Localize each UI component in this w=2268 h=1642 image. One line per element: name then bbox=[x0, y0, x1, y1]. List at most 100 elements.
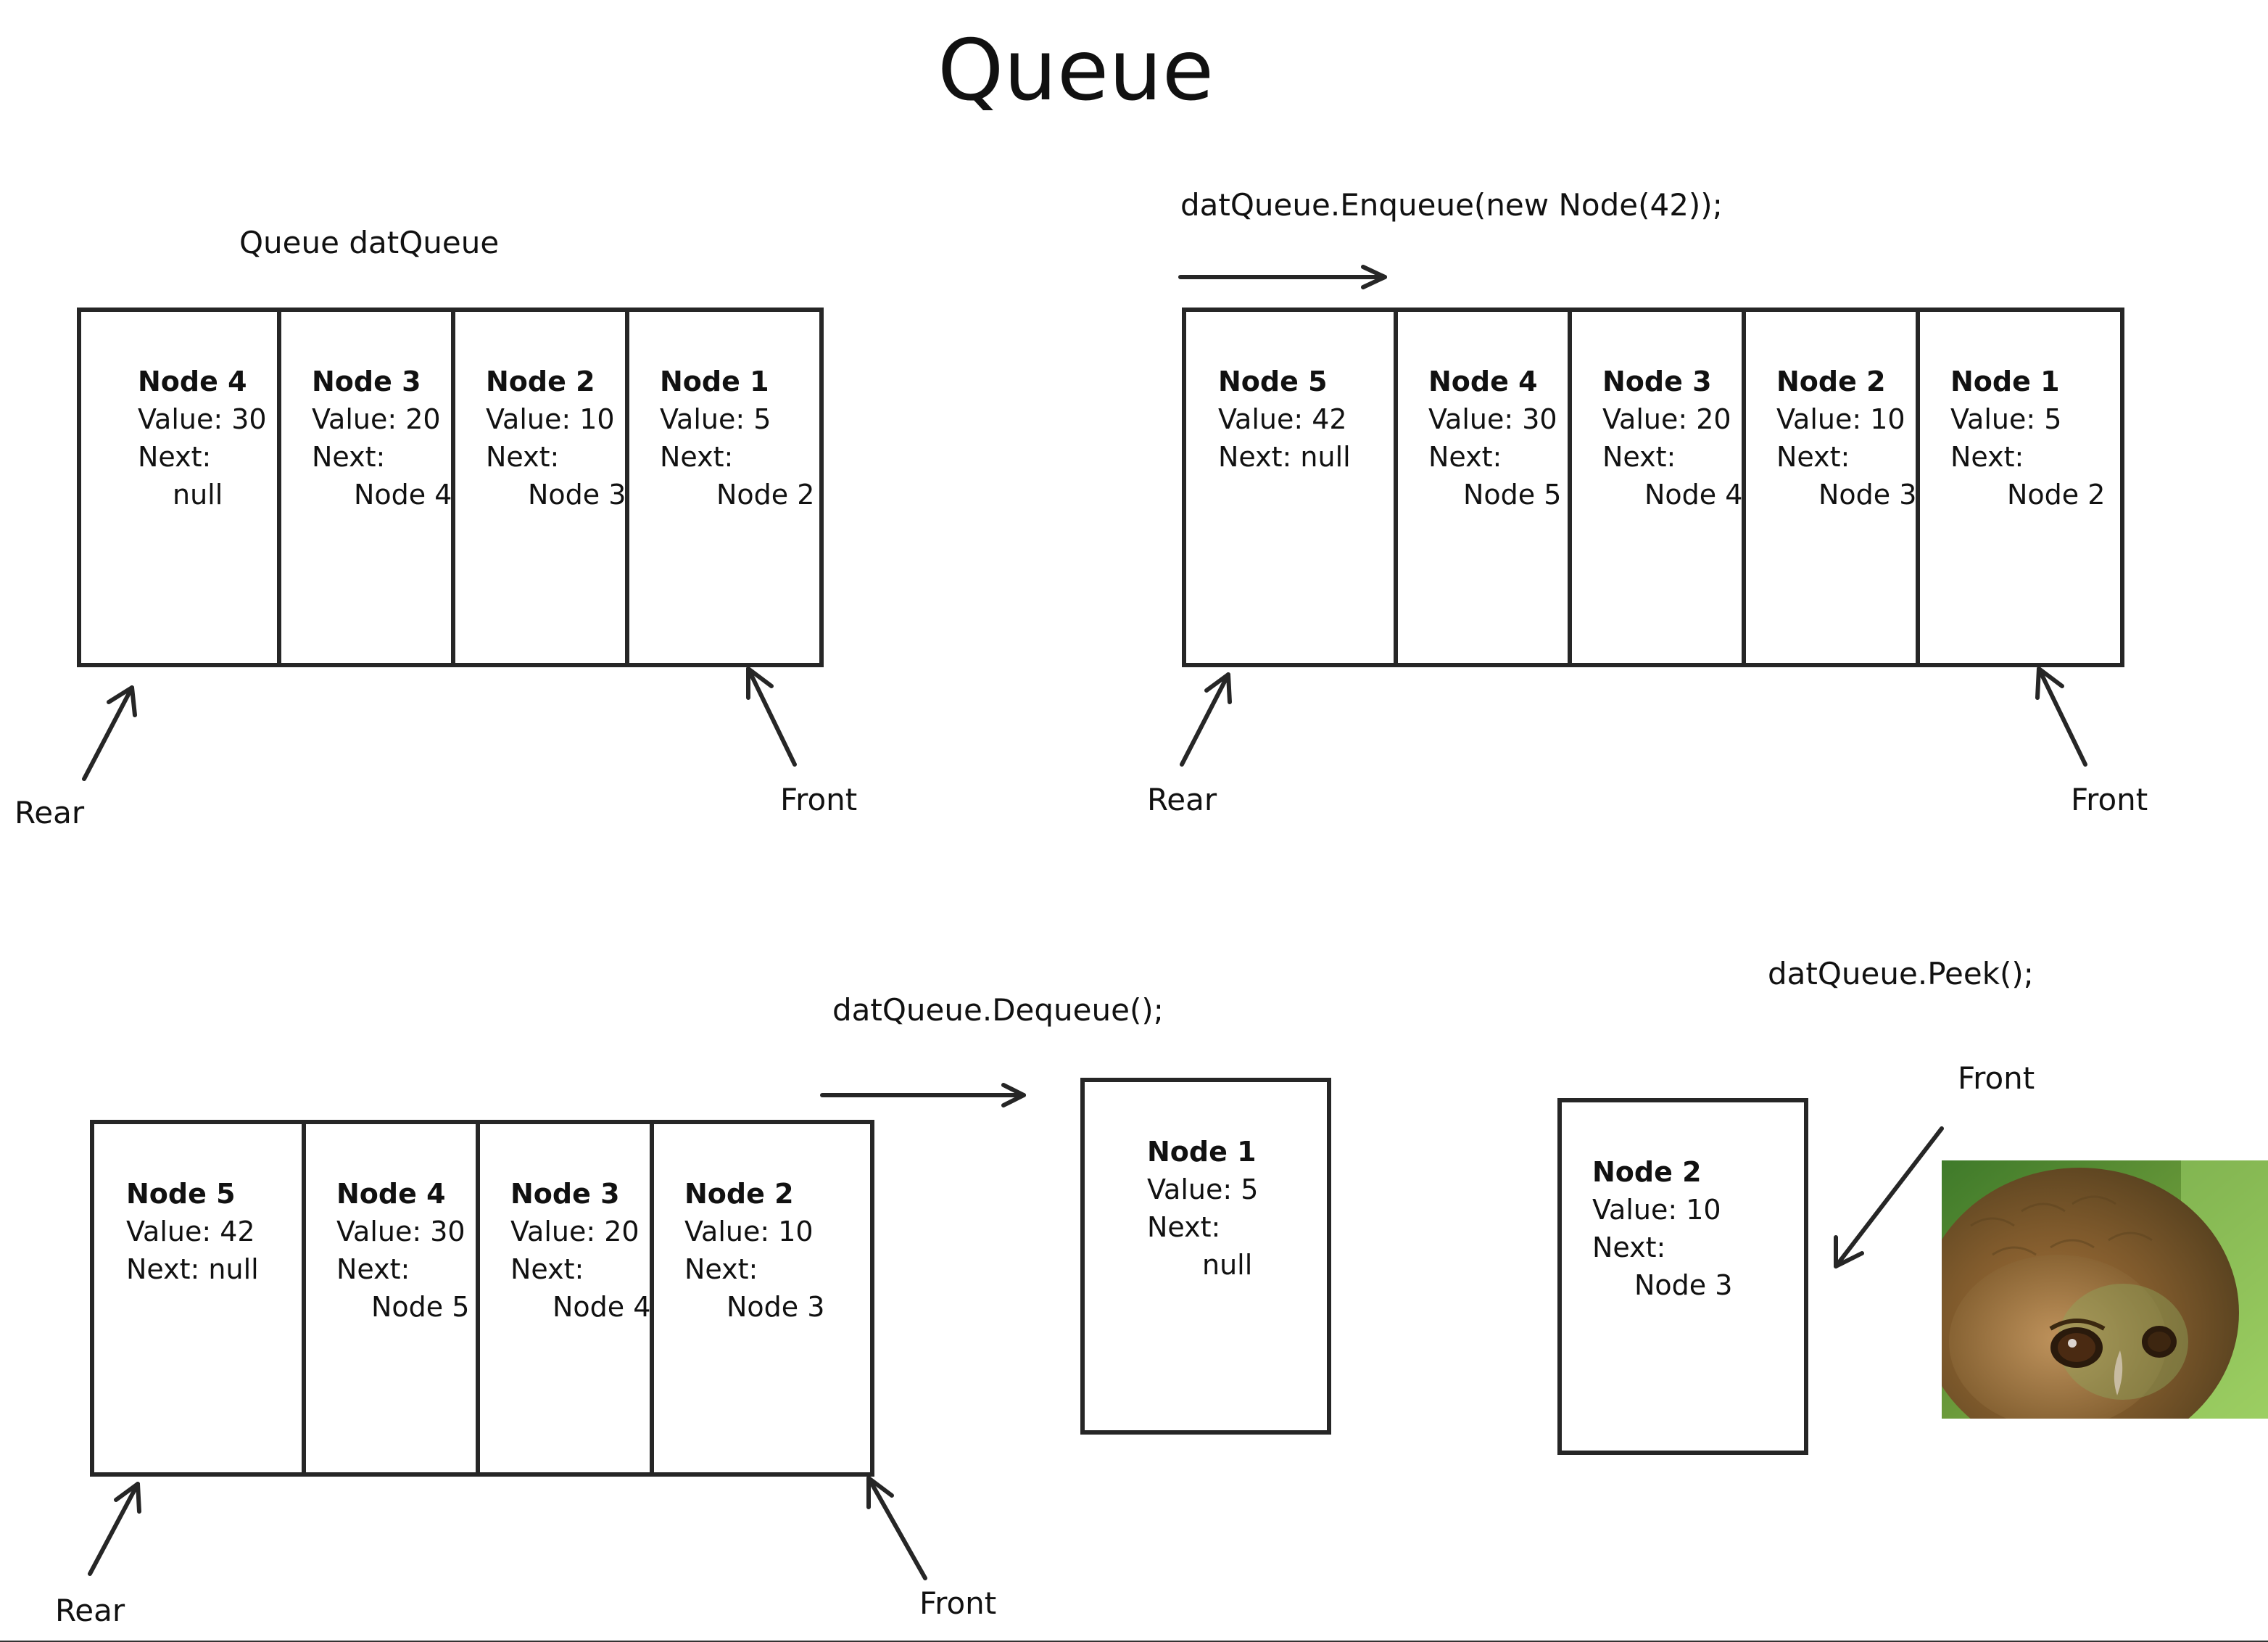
caption-enqueue: datQueue.Enqueue(new Node(42)); bbox=[1180, 187, 1723, 223]
node-next: Next: bbox=[336, 1253, 410, 1285]
node-next-target: null bbox=[1202, 1249, 1253, 1281]
node-next: Next: bbox=[486, 441, 560, 473]
node-cell: Node 2 Value: 10 Next: Node 3 bbox=[451, 312, 626, 663]
node-value: Value: 5 bbox=[660, 403, 771, 435]
node-name: Node 4 bbox=[1428, 366, 1538, 397]
rear-arrow bbox=[1180, 672, 1230, 767]
node-value: Value: 20 bbox=[510, 1216, 640, 1247]
node-name: Node 1 bbox=[660, 366, 769, 397]
node-value: Value: 10 bbox=[684, 1216, 814, 1247]
node-name: Node 3 bbox=[1602, 366, 1712, 397]
node-cell: Node 5 Value: 42 Next: null bbox=[94, 1124, 302, 1472]
node-value: Value: 42 bbox=[126, 1216, 255, 1247]
node-name: Node 3 bbox=[510, 1178, 620, 1210]
node-next: Next: bbox=[138, 441, 212, 473]
front-label: Front bbox=[780, 782, 858, 817]
node-next-target: Node 3 bbox=[727, 1291, 825, 1323]
node-cell: Node 2 Value: 10 Next: Node 3 bbox=[1742, 312, 1916, 663]
node-value: Value: 5 bbox=[1147, 1173, 1259, 1205]
node-cell: Node 5 Value: 42 Next: null bbox=[1186, 312, 1394, 663]
queue-initial: Node 4 Value: 30 Next: null Node 3 Value… bbox=[77, 308, 824, 667]
caption-peek: datQueue.Peek(); bbox=[1768, 956, 2034, 991]
node-next: Next: bbox=[1592, 1232, 1666, 1263]
node-next: Next: null bbox=[1218, 441, 1351, 473]
node-cell: Node 3 Value: 20 Next: Node 4 bbox=[277, 312, 452, 663]
node-value: Value: 30 bbox=[138, 403, 267, 435]
node-next: Next: bbox=[1950, 441, 2024, 473]
node-next: Next: bbox=[1428, 441, 1502, 473]
node-next-target: Node 2 bbox=[716, 479, 815, 511]
queue-after-dequeue: Node 5 Value: 42 Next: null Node 4 Value… bbox=[90, 1120, 874, 1477]
front-label: Front bbox=[919, 1585, 997, 1621]
node-name: Node 2 bbox=[1776, 366, 1886, 397]
node-cell: Node 1 Value: 5 Next: Node 2 bbox=[1916, 312, 2120, 663]
rear-arrow bbox=[82, 685, 134, 781]
node-next-target: Node 5 bbox=[371, 1291, 470, 1323]
node-name: Node 4 bbox=[336, 1178, 446, 1210]
front-arrow-head bbox=[866, 1476, 894, 1509]
rear-label: Rear bbox=[15, 795, 85, 830]
peek-front-arrow-head bbox=[1834, 1235, 1864, 1268]
enqueue-arrow-head bbox=[1361, 265, 1387, 289]
node-cell: Node 4 Value: 30 Next: null bbox=[81, 312, 277, 663]
node-value: Value: 10 bbox=[1592, 1194, 1721, 1226]
node-next-target: Node 4 bbox=[552, 1291, 651, 1323]
bottom-border bbox=[0, 1641, 2268, 1642]
node-next-target: null bbox=[173, 479, 223, 511]
front-arrow bbox=[2037, 667, 2087, 767]
node-name: Node 5 bbox=[1218, 366, 1328, 397]
front-label: Front bbox=[2071, 782, 2148, 817]
rear-label: Rear bbox=[1147, 782, 1217, 817]
rear-arrow bbox=[88, 1482, 140, 1576]
node-next-target: Node 4 bbox=[354, 479, 452, 511]
node-next-target: Node 4 bbox=[1644, 479, 1743, 511]
node-name: Node 2 bbox=[486, 366, 595, 397]
node-next: Next: bbox=[1602, 441, 1676, 473]
node-name: Node 3 bbox=[312, 366, 421, 397]
page-title: Queue bbox=[938, 22, 1214, 120]
node-next: Next: bbox=[312, 441, 386, 473]
node-value: Value: 42 bbox=[1218, 403, 1347, 435]
node-next-target: Node 3 bbox=[528, 479, 626, 511]
node-next: Next: bbox=[684, 1253, 758, 1285]
node-value: Value: 10 bbox=[486, 403, 615, 435]
front-arrow bbox=[746, 667, 797, 767]
node-next: Next: bbox=[1147, 1211, 1221, 1243]
node-name: Node 1 bbox=[1147, 1136, 1257, 1168]
node-value: Value: 5 bbox=[1950, 403, 2062, 435]
node-cell: Node 1 Value: 5 Next: Node 2 bbox=[625, 312, 819, 663]
node-cell: Node 4 Value: 30 Next: Node 5 bbox=[1394, 312, 1568, 663]
dequeue-arrow-head bbox=[1001, 1083, 1026, 1107]
caption-initial-queue: Queue datQueue bbox=[239, 225, 500, 260]
rear-arrow-head bbox=[1204, 672, 1232, 704]
node-next: Next: bbox=[510, 1253, 584, 1285]
node-value: Value: 20 bbox=[312, 403, 441, 435]
node-name: Node 5 bbox=[126, 1178, 236, 1210]
node-next: Next: null bbox=[126, 1253, 259, 1285]
caption-dequeue: datQueue.Dequeue(); bbox=[832, 992, 1164, 1028]
removed-node: Node 1 Value: 5 Next: null bbox=[1080, 1078, 1331, 1435]
node-value: Value: 20 bbox=[1602, 403, 1731, 435]
rear-label: Rear bbox=[55, 1593, 125, 1628]
node-cell: Node 4 Value: 30 Next: Node 5 bbox=[302, 1124, 476, 1472]
front-arrow bbox=[866, 1476, 927, 1580]
front-arrow-head bbox=[2035, 667, 2064, 700]
node-value: Value: 30 bbox=[336, 1216, 465, 1247]
front-label: Front bbox=[1958, 1060, 2035, 1096]
queue-after-enqueue: Node 5 Value: 42 Next: null Node 4 Value… bbox=[1182, 308, 2124, 667]
owl-image bbox=[1942, 1160, 2268, 1419]
rear-arrow-head bbox=[114, 1482, 141, 1514]
node-next: Next: bbox=[660, 441, 734, 473]
node-next-target: Node 5 bbox=[1463, 479, 1562, 511]
node-cell: Node 3 Value: 20 Next: Node 4 bbox=[476, 1124, 650, 1472]
node-name: Node 2 bbox=[684, 1178, 794, 1210]
node-name: Node 1 bbox=[1950, 366, 2060, 397]
peek-front-arrow bbox=[1834, 1126, 1944, 1268]
peek-node: Node 2 Value: 10 Next: Node 3 bbox=[1557, 1098, 1808, 1455]
rear-arrow-head bbox=[107, 685, 137, 717]
node-cell: Node 2 Value: 10 Next: Node 3 bbox=[650, 1124, 870, 1472]
node-next-target: Node 3 bbox=[1818, 479, 1917, 511]
node-next-target: Node 3 bbox=[1634, 1269, 1733, 1301]
node-cell: Node 3 Value: 20 Next: Node 4 bbox=[1568, 312, 1742, 663]
